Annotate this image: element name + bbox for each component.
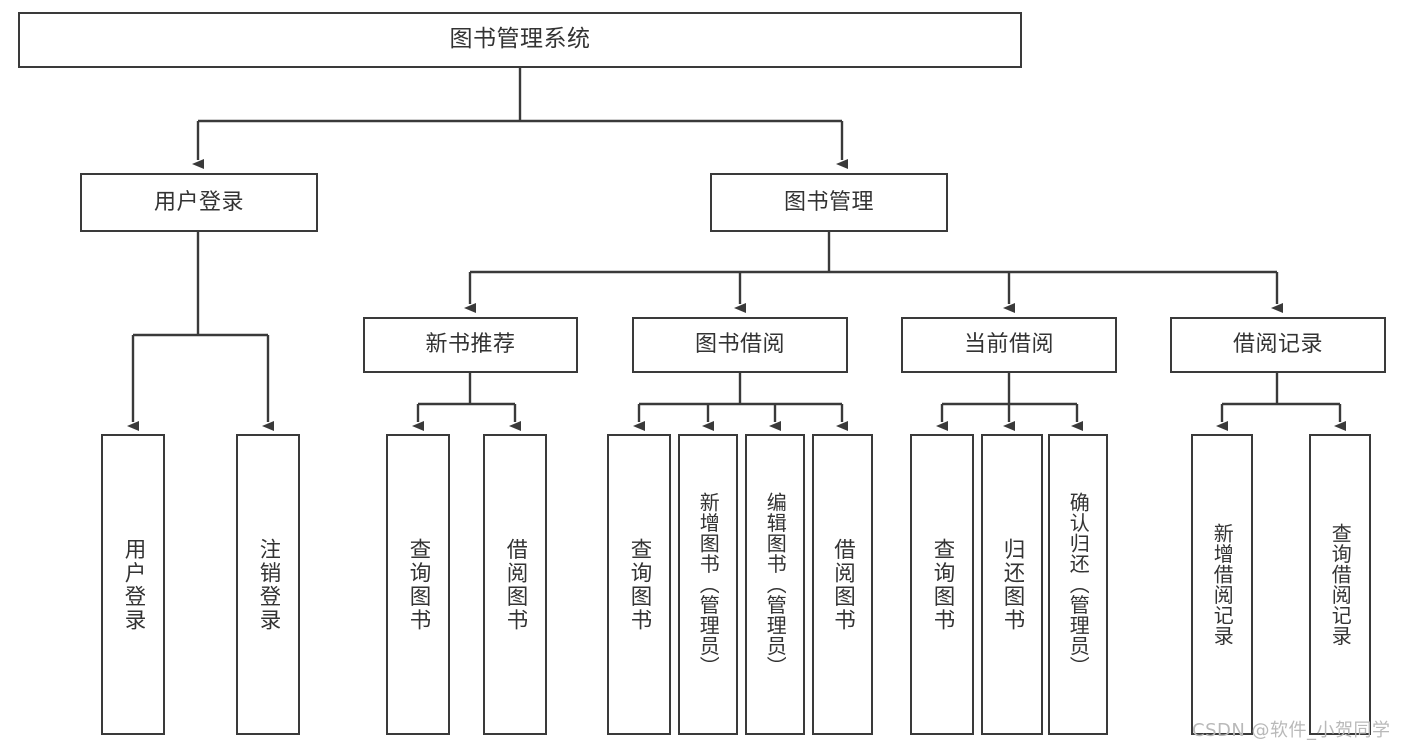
node-book-management[interactable]: 图书管理	[710, 173, 948, 232]
node-root-system[interactable]: 图书管理系统	[18, 12, 1022, 68]
node-label: 借阅图书	[503, 537, 528, 632]
leaf-confirm-return-admin[interactable]: 确认归还（管理员）	[1048, 434, 1108, 735]
node-label: 查询图书	[406, 537, 431, 632]
node-current-borrow[interactable]: 当前借阅	[901, 317, 1117, 373]
leaf-query-book-recommend[interactable]: 查询图书	[386, 434, 450, 735]
leaf-borrow-book[interactable]: 借阅图书	[812, 434, 873, 735]
leaf-logout[interactable]: 注销登录	[236, 434, 300, 735]
node-label: 确认归还（管理员）	[1066, 492, 1090, 677]
leaf-edit-book-admin[interactable]: 编辑图书（管理员）	[745, 434, 805, 735]
node-label: 新书推荐	[425, 332, 516, 358]
node-borrow-record[interactable]: 借阅记录	[1170, 317, 1386, 373]
node-label: 图书管理	[783, 189, 874, 215]
leaf-query-borrow-record[interactable]: 查询借阅记录	[1309, 434, 1371, 735]
leaf-return-book[interactable]: 归还图书	[981, 434, 1043, 735]
node-label: 新增借阅记录	[1210, 523, 1234, 646]
node-new-book-recommend[interactable]: 新书推荐	[363, 317, 578, 373]
node-user-login[interactable]: 用户登录	[80, 173, 318, 232]
csdn-watermark: CSDN @软件_小贺同学	[1192, 720, 1391, 741]
leaf-query-book-borrow[interactable]: 查询图书	[607, 434, 671, 735]
node-label: 查询借阅记录	[1328, 523, 1352, 646]
node-label: 图书借阅	[694, 332, 785, 358]
node-label: 注销登录	[256, 537, 281, 632]
node-label: 用户登录	[121, 537, 146, 632]
node-label: 归还图书	[1000, 537, 1025, 632]
leaf-add-borrow-record[interactable]: 新增借阅记录	[1191, 434, 1253, 735]
leaf-query-book-current[interactable]: 查询图书	[910, 434, 974, 735]
node-label: 查询图书	[627, 537, 652, 632]
node-label: 借阅记录	[1232, 332, 1323, 358]
node-label: 新增图书（管理员）	[696, 492, 720, 677]
node-label: 查询图书	[930, 537, 955, 632]
node-book-borrow[interactable]: 图书借阅	[632, 317, 848, 373]
node-label: 用户登录	[153, 189, 244, 215]
node-label: 图书管理系统	[449, 26, 591, 53]
node-label: 当前借阅	[963, 332, 1054, 358]
node-label: 借阅图书	[830, 537, 855, 632]
leaf-user-login[interactable]: 用户登录	[101, 434, 165, 735]
node-label: 编辑图书（管理员）	[763, 492, 787, 677]
leaf-borrow-book-recommend[interactable]: 借阅图书	[483, 434, 547, 735]
leaf-add-book-admin[interactable]: 新增图书（管理员）	[678, 434, 738, 735]
